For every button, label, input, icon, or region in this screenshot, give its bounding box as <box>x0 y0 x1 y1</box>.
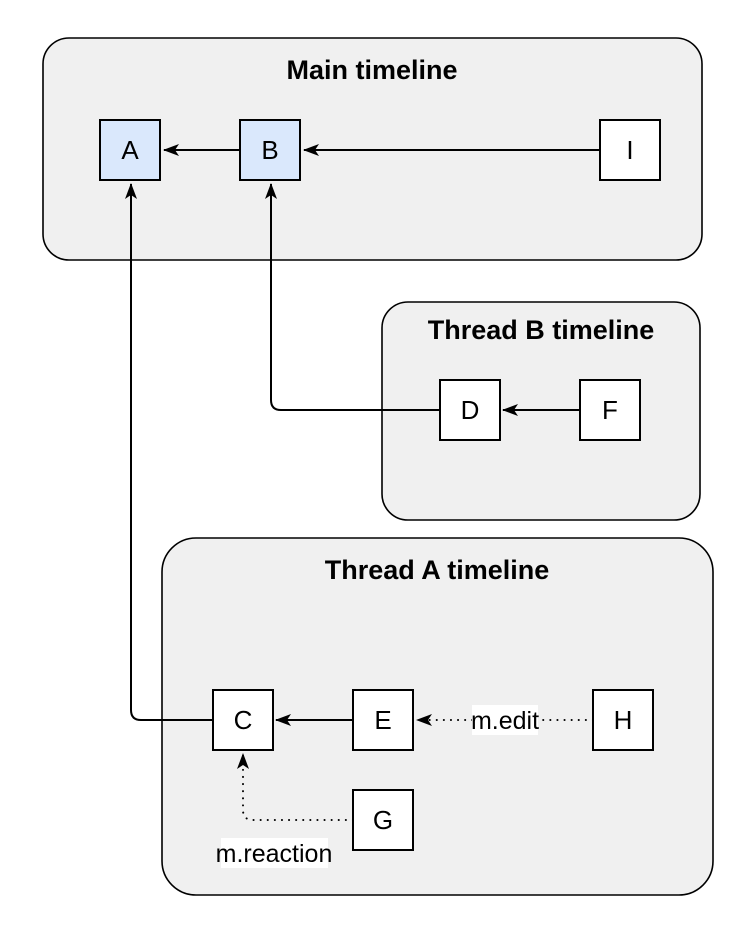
node-C-box <box>212 689 274 751</box>
node-F-box <box>579 379 641 441</box>
node-A-label: A <box>121 135 139 165</box>
node-G-label: G <box>373 805 393 835</box>
node-F: F <box>579 379 641 441</box>
node-B: B <box>239 119 301 181</box>
node-H-box <box>592 689 654 751</box>
node-I-box <box>599 119 661 181</box>
node-G-box <box>352 789 414 851</box>
node-A-box <box>99 119 161 181</box>
container-thread-a-timeline-box <box>161 537 714 896</box>
node-H: H <box>592 689 654 751</box>
edge-D-to-B <box>265 183 440 411</box>
node-B-label: B <box>261 135 278 165</box>
node-E-label: E <box>374 705 391 735</box>
container-main-timeline-title: Main timeline <box>286 55 457 85</box>
node-E-box <box>352 689 414 751</box>
edge-label-m-edit-text: m.edit <box>471 707 539 735</box>
node-E: E <box>352 689 414 751</box>
node-F-label: F <box>602 395 618 425</box>
edge-label-m-reaction-text: m.reaction <box>216 840 333 868</box>
edge-label-m-edit-bg <box>472 705 538 735</box>
container-thread-a-timeline-title: Thread A timeline <box>325 555 550 585</box>
node-D: D <box>439 379 501 441</box>
node-C-label: C <box>234 705 253 735</box>
container-thread-a-timeline: Thread A timeline <box>161 537 714 896</box>
node-D-label: D <box>461 395 480 425</box>
node-H-label: H <box>614 705 633 735</box>
container-thread-b-timeline-title: Thread B timeline <box>428 315 655 345</box>
node-D-box <box>439 379 501 441</box>
edge-G-to-C <box>237 753 354 821</box>
node-I-label: I <box>626 135 633 165</box>
edge-label-m-reaction-bg <box>221 838 328 868</box>
node-C: C <box>212 689 274 751</box>
edge-label-m-reaction: m.reaction <box>216 838 333 868</box>
edge-C-to-A <box>125 183 213 721</box>
node-B-box <box>239 119 301 181</box>
node-G: G <box>352 789 414 851</box>
edge-label-m-edit: m.edit <box>471 705 539 735</box>
node-A: A <box>99 119 161 181</box>
node-I: I <box>599 119 661 181</box>
